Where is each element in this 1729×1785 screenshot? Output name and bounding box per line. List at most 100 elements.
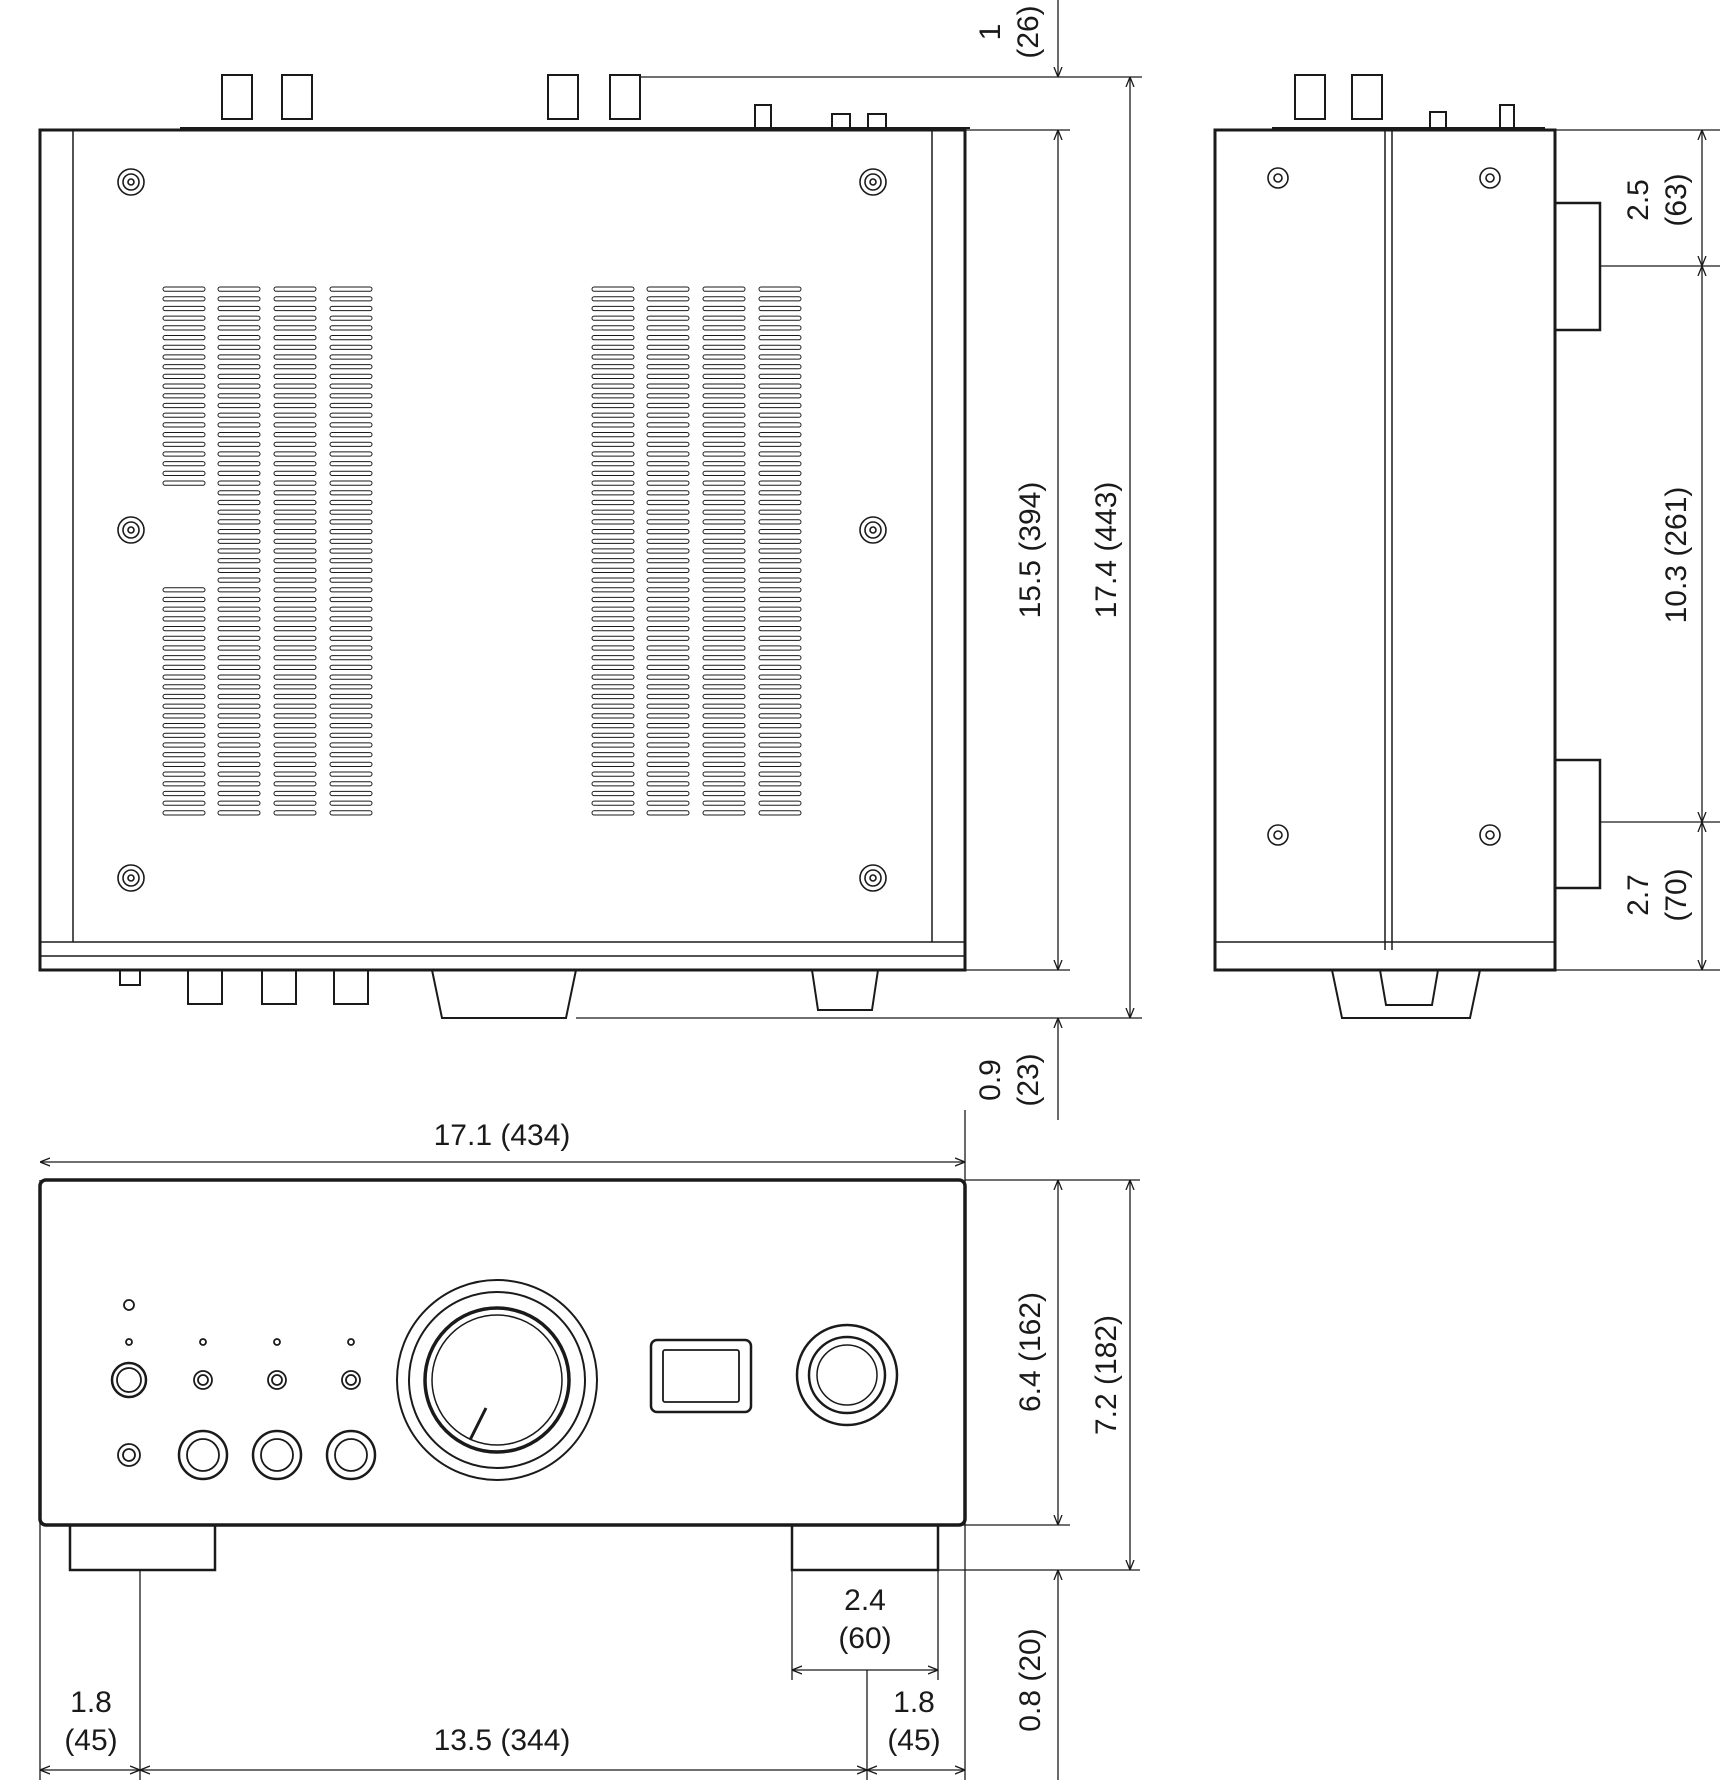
vent-slot bbox=[591, 402, 635, 409]
top-view-labels: 1 (26) 15.5 (394) 17.4 (443) 0.9 (23) bbox=[974, 5, 1123, 1106]
dim-total-height: 7.2 (182) bbox=[1090, 1315, 1123, 1435]
vent-slot bbox=[329, 655, 373, 661]
side-handle-bottom bbox=[1555, 758, 1602, 890]
vent-slot bbox=[646, 441, 690, 447]
vent-slot bbox=[162, 626, 206, 632]
dim-bottom-offset-value: 2.7 bbox=[1622, 874, 1655, 916]
vent-slot bbox=[329, 296, 373, 302]
vent-slot bbox=[702, 742, 746, 748]
vent-slot bbox=[273, 693, 317, 700]
vent-slot bbox=[702, 645, 746, 651]
vent-slot bbox=[329, 315, 373, 321]
vent-slot bbox=[758, 490, 802, 496]
vent-slot bbox=[329, 344, 373, 350]
vent-slot bbox=[591, 684, 635, 690]
vent-slot bbox=[329, 470, 373, 476]
vent-slot bbox=[591, 325, 635, 331]
dim-front-protrusion-metric: (23) bbox=[1012, 1053, 1045, 1106]
vent-slot bbox=[217, 412, 261, 418]
vent-slot bbox=[217, 635, 261, 641]
dim-left-inset-value: 1.8 bbox=[70, 1686, 112, 1719]
vent-slot bbox=[646, 800, 690, 806]
vent-slot bbox=[329, 441, 373, 447]
vent-slot bbox=[758, 441, 802, 447]
power-led bbox=[123, 1299, 135, 1311]
vent-slot bbox=[646, 645, 690, 651]
vent-slot bbox=[217, 538, 261, 544]
vent-slot bbox=[702, 364, 746, 370]
vent-slot bbox=[162, 664, 206, 670]
vent-slot bbox=[162, 286, 206, 292]
vent-slot bbox=[758, 383, 802, 389]
vent-slot bbox=[591, 674, 635, 680]
vent-slot bbox=[162, 432, 206, 438]
vent-slot bbox=[702, 461, 746, 467]
top-view bbox=[38, 74, 970, 1019]
vent-slot bbox=[591, 470, 635, 476]
vent-slot bbox=[591, 519, 635, 525]
vent-slot bbox=[758, 538, 802, 544]
vent-slot bbox=[217, 645, 261, 651]
vent-slot bbox=[646, 432, 690, 438]
vent-slot bbox=[591, 635, 635, 641]
vent-slot bbox=[758, 422, 802, 428]
vent-slot bbox=[217, 664, 261, 670]
vent-slot bbox=[162, 742, 206, 748]
vent-slot bbox=[758, 325, 802, 331]
side-view-screws bbox=[1267, 167, 1501, 846]
vent-slot bbox=[646, 674, 690, 680]
vent-slot bbox=[758, 286, 802, 292]
vent-slot bbox=[217, 499, 261, 506]
vent-slot bbox=[162, 645, 206, 651]
dim-top-offset-metric: (63) bbox=[1660, 173, 1693, 226]
vent-slot bbox=[702, 771, 746, 777]
vent-slot bbox=[646, 684, 690, 690]
vent-slot bbox=[273, 315, 317, 321]
screw-icon bbox=[122, 521, 140, 539]
vent-slot bbox=[162, 461, 206, 467]
vent-slot bbox=[758, 567, 802, 573]
vent-slot bbox=[591, 742, 635, 748]
vent-slot bbox=[646, 577, 690, 583]
vent-slot bbox=[273, 781, 317, 787]
vent-slot bbox=[591, 335, 635, 341]
vent-slot bbox=[162, 480, 206, 486]
vent-slot bbox=[702, 538, 746, 544]
vent-slot bbox=[329, 810, 373, 816]
vent-slot bbox=[758, 616, 802, 622]
vent-slot bbox=[329, 461, 373, 467]
small-knob-2 bbox=[251, 1429, 303, 1481]
vent-slot bbox=[273, 470, 317, 476]
dim-foot-spacing: 13.5 (344) bbox=[434, 1724, 571, 1757]
vent-slot bbox=[646, 752, 690, 758]
vent-slot bbox=[702, 616, 746, 622]
vent-slot bbox=[702, 567, 746, 573]
vent-slot bbox=[758, 548, 802, 554]
dim-left-inset-metric: (45) bbox=[64, 1724, 117, 1757]
vent-slot bbox=[217, 422, 261, 428]
vent-slot bbox=[273, 732, 317, 738]
vent-slot bbox=[217, 509, 261, 515]
small-knob-3 bbox=[325, 1429, 377, 1481]
vent-slot bbox=[217, 296, 261, 302]
vent-slot bbox=[646, 664, 690, 670]
vent-slot bbox=[591, 432, 635, 438]
vent-slot bbox=[646, 529, 690, 535]
vent-slot bbox=[702, 529, 746, 535]
vent-slot bbox=[591, 558, 635, 564]
vent-slot bbox=[591, 422, 635, 428]
vent-slot bbox=[217, 315, 261, 321]
dim-rear-protrusion-value: 1 bbox=[974, 24, 1007, 41]
vent-slot bbox=[329, 761, 373, 767]
vent-slot bbox=[702, 519, 746, 525]
vent-slot bbox=[646, 315, 690, 321]
vent-slot bbox=[646, 335, 690, 341]
vent-slot bbox=[702, 305, 746, 312]
vent-slot bbox=[758, 451, 802, 457]
vent-slot bbox=[217, 771, 261, 777]
vent-slot bbox=[162, 606, 206, 612]
vent-slot bbox=[162, 616, 206, 622]
vent-slot bbox=[329, 713, 373, 719]
vent-slot bbox=[591, 383, 635, 389]
vent-slot bbox=[646, 373, 690, 379]
